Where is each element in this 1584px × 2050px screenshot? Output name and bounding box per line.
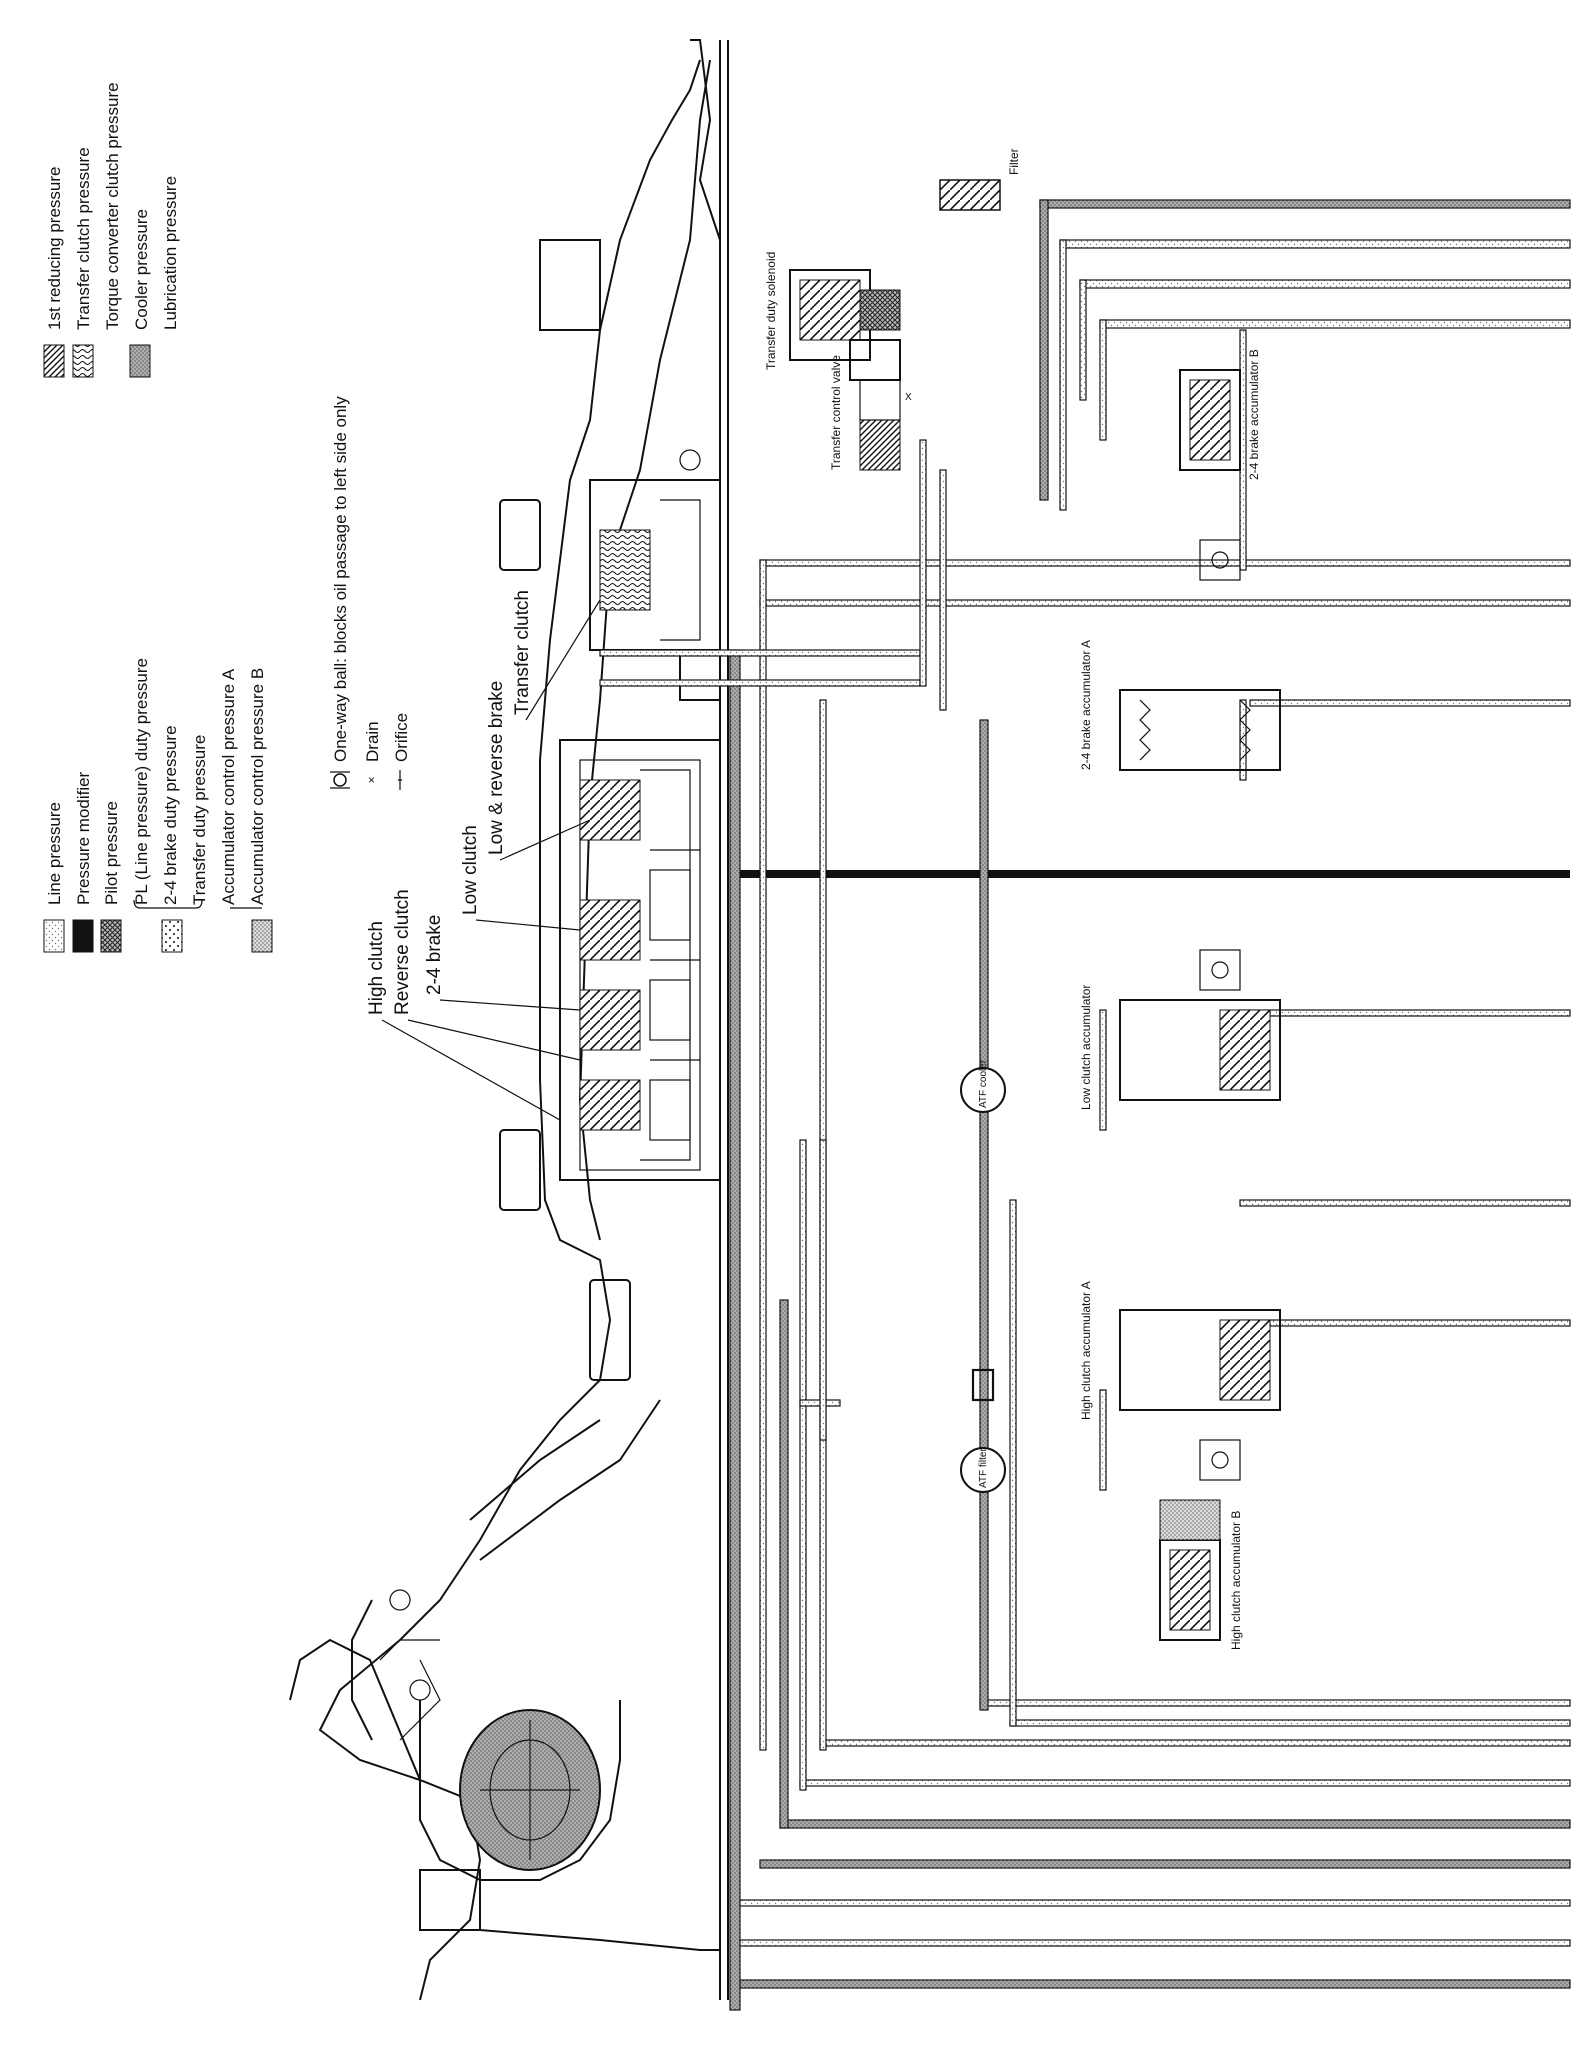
atf-cooler: ATF cooler (960, 1059, 1006, 1113)
legend-line-pressure: Line pressure (45, 802, 64, 905)
legend-one-way-ball: One-way ball: blocks oil passage to left… (331, 396, 350, 762)
legend-swatch-duty (161, 919, 183, 953)
legend-swatch-accum (251, 919, 273, 953)
accumulator-low-clutch-label: Low clutch accumulator (1079, 985, 1093, 1110)
accumulator-24-brake-a: 2-4 brake accumulator A (1079, 640, 1281, 771)
legend-transfer-duty-pressure: Transfer duty pressure (190, 735, 209, 905)
clutch-plates (579, 779, 641, 1131)
orifice-icon (398, 770, 402, 790)
accumulator-low-clutch: Low clutch accumulator (1079, 949, 1281, 1110)
filter-element (939, 179, 1001, 211)
legend-swatch-modifier (72, 919, 94, 953)
legend-pl-duty-pressure: PL (Line pressure) duty pressure (132, 658, 151, 905)
transfer-duty-solenoid-label: Transfer duty solenoid (764, 252, 778, 370)
legend-lubrication-pressure: Lubrication pressure (161, 176, 180, 330)
accumulator-high-clutch-a: High clutch accumulator A (1079, 1281, 1281, 1481)
accumulator-high-clutch-b-label: High clutch accumulator B (1229, 1511, 1243, 1650)
accumulator-24-brake-a-label: 2-4 brake accumulator A (1079, 640, 1093, 770)
legend-first-reducing: 1st reducing pressure (45, 167, 64, 330)
callout-2-4-brake: 2-4 brake (424, 915, 445, 995)
callout-low-reverse-brake: Low & reverse brake (486, 681, 507, 855)
legend-accumulator-b: Accumulator control pressure B (248, 668, 267, 905)
callout-reverse-clutch: Reverse clutch (392, 889, 413, 1015)
legend-pressure-modifier: Pressure modifier (74, 771, 93, 905)
atf-filter: ATF filter (960, 1447, 1006, 1493)
hydraulic-lines (599, 199, 1571, 2011)
legend-swatch-line (43, 919, 65, 953)
legend-drain: Drain (363, 721, 382, 762)
accumulator-high-clutch-b: High clutch accumulator B (1159, 1499, 1243, 1650)
callout-transfer-clutch: Transfer clutch (512, 590, 533, 715)
legend-accumulator-a: Accumulator control pressure A (219, 668, 238, 905)
transfer-duty-solenoid: Transfer duty solenoid (764, 252, 901, 370)
accumulator-24-brake-b: 2-4 brake accumulator B (1179, 349, 1261, 581)
drain-mark: X (905, 392, 912, 403)
filter-label: Filter (1007, 148, 1021, 175)
legend-torque-converter: Torque converter clutch pressure (103, 82, 122, 330)
legend-pilot-pressure: Pilot pressure (102, 801, 121, 905)
legend-swatch-pilot (100, 919, 122, 953)
accumulator-24-brake-b-label: 2-4 brake accumulator B (1247, 349, 1261, 480)
filter-unit: Filter (939, 148, 1021, 211)
drain-icon: × (368, 773, 375, 787)
legend-orifice: Orifice (392, 713, 411, 762)
one-way-ball-icon (330, 771, 350, 789)
clutch-pack-assembly (559, 739, 721, 1181)
legend-symbols: One-way ball: blocks oil passage to left… (330, 396, 411, 790)
legend-swatch-cool (129, 344, 151, 378)
legend-swatch-hatch (43, 344, 65, 378)
legend-transfer-clutch-pressure: Transfer clutch pressure (74, 147, 93, 330)
callouts: High clutch Reverse clutch 2-4 brake Low… (366, 590, 601, 1121)
legend-left: Line pressure Pressure modifier Pilot pr… (43, 658, 273, 953)
atf-filter-label: ATF filter (978, 1448, 989, 1488)
legend-brace-duty (133, 899, 203, 909)
callout-high-clutch: High clutch (366, 921, 387, 1015)
accumulator-high-clutch-a-label: High clutch accumulator A (1079, 1281, 1093, 1420)
legend-cooler-pressure: Cooler pressure (132, 209, 151, 330)
legend-swatch-wave (72, 344, 94, 378)
legend-24-brake-duty-pressure: 2-4 brake duty pressure (161, 725, 180, 905)
transfer-control-valve-label: Transfer control valve (829, 355, 843, 470)
callout-low-clutch: Low clutch (460, 825, 481, 915)
legend-right: 1st reducing pressure Transfer clutch pr… (43, 82, 180, 378)
transfer-control-valve: X Transfer control valve (829, 339, 912, 471)
transfer-section (539, 39, 721, 701)
transmission-housing (289, 40, 729, 2001)
atf-cooler-label: ATF cooler (978, 1059, 989, 1108)
